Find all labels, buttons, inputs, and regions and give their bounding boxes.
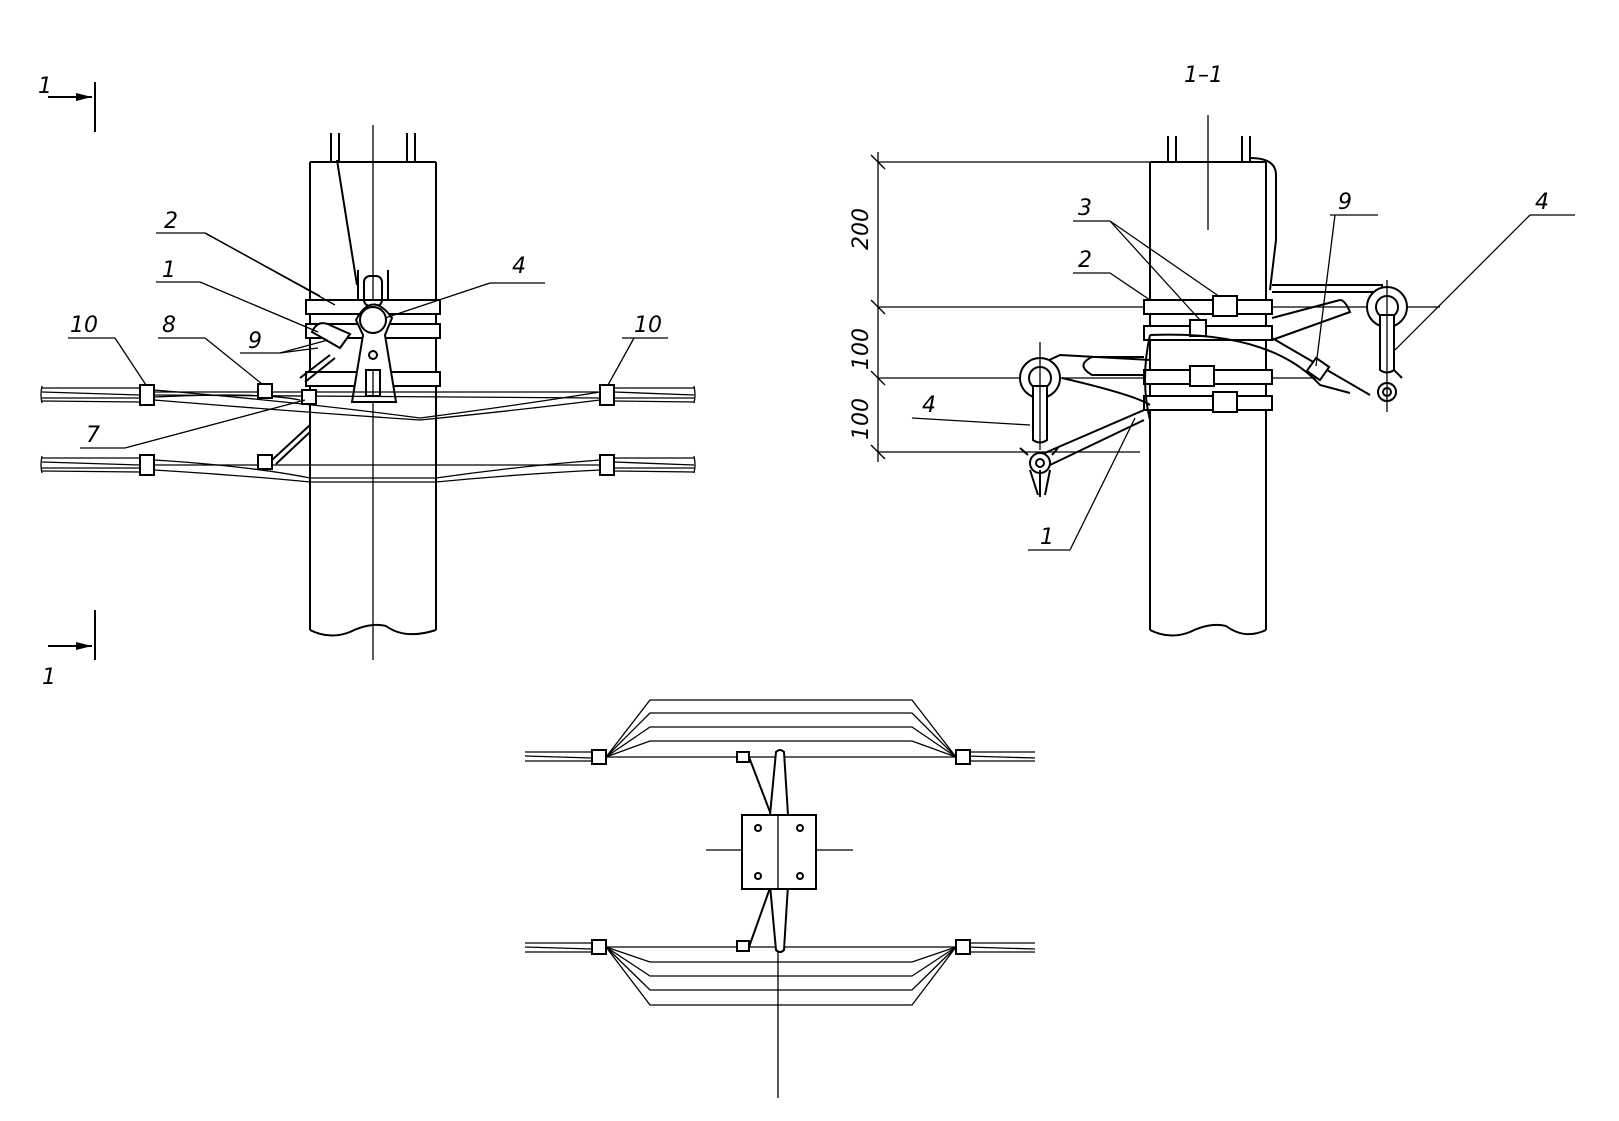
front-callouts: 2 1 4 9 10 8 10 7 — [68, 209, 668, 449]
callout-10-left: 10 — [70, 313, 98, 338]
dimension-200: 200 — [849, 208, 874, 250]
callout-9-section: 9 — [1338, 190, 1352, 215]
bracket-left — [1019, 334, 1151, 497]
clamp-7 — [301, 389, 317, 405]
dimension-100-lower: 100 — [849, 398, 874, 440]
bracket-right — [1149, 280, 1408, 412]
spacer-clamp-10-left — [139, 384, 155, 406]
callout-1-section: 1 — [1040, 525, 1054, 550]
section-mark-top: 1 — [38, 74, 96, 132]
callout-1-front: 1 — [162, 258, 176, 283]
cable-bundle-lower — [40, 424, 696, 483]
plan-view — [524, 699, 1036, 1098]
front-view: 2 1 4 9 10 8 10 7 — [40, 125, 696, 660]
callout-4-section-right: 4 — [1535, 190, 1549, 215]
spacer-clamp-10-right — [599, 384, 615, 406]
callout-4-front: 4 — [512, 254, 526, 279]
callout-10-right: 10 — [634, 313, 662, 338]
callout-2-front: 2 — [164, 209, 178, 234]
plan-centre-plate — [741, 749, 817, 953]
hook-assembly — [299, 270, 398, 403]
section-mark-bottom-label: 1 — [42, 665, 56, 690]
section-mark-bottom: 1 — [42, 610, 96, 690]
clamp-8 — [257, 383, 273, 399]
callout-3-section: 3 — [1078, 196, 1092, 221]
callout-4-section-left: 4 — [922, 393, 936, 418]
section-view: 1–1 200 100 100 — [849, 63, 1575, 637]
callout-7-front: 7 — [86, 423, 100, 448]
section-title: 1–1 — [1184, 63, 1223, 88]
cable-bundle-upper — [40, 383, 696, 421]
section-mark-top-label: 1 — [38, 74, 52, 99]
section-callouts: 3 9 4 2 4 1 — [911, 190, 1575, 551]
callout-8-front: 8 — [162, 313, 176, 338]
callout-9-front: 9 — [248, 329, 262, 354]
band-clamps-section — [1143, 295, 1273, 413]
callout-2-section: 2 — [1078, 248, 1092, 273]
dimension-100-upper: 100 — [849, 328, 874, 370]
